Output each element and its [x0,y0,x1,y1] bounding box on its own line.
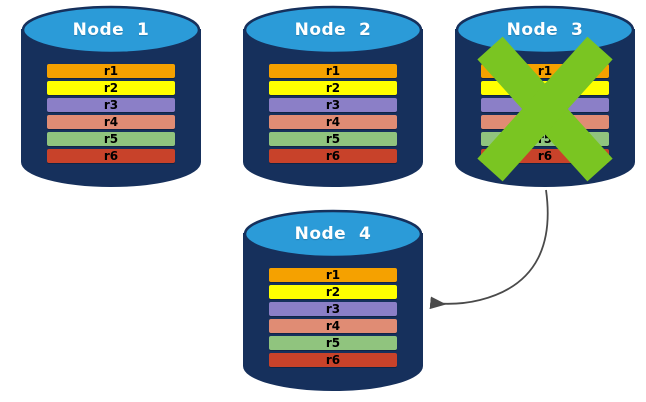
record-stack: r1 r2 r3 r4 r5 r6 [22,64,200,163]
record-bar[interactable]: r6 [269,353,397,367]
cylinder-top-cap [243,5,423,55]
record-bar[interactable]: r3 [269,98,397,112]
record-bar[interactable]: r4 [269,319,397,333]
record-bar[interactable]: r2 [47,81,175,95]
record-bar[interactable]: r5 [269,336,397,350]
cylinder-top-cap [455,5,635,55]
record-bar[interactable]: r3 [481,98,609,112]
record-bar[interactable]: r4 [47,115,175,129]
record-bar[interactable]: r6 [269,149,397,163]
record-bar[interactable]: r3 [47,98,175,112]
record-label: r4 [325,319,341,333]
record-label: r6 [103,149,119,163]
record-bar[interactable]: r5 [47,132,175,146]
record-bar[interactable]: r1 [47,64,175,78]
cylinder-top-cap [243,209,423,259]
record-label: r5 [325,336,341,350]
record-bar[interactable]: r1 [269,64,397,78]
record-stack: r1 r2 r3 r4 r5 r6 [456,64,634,163]
record-bar[interactable]: r2 [269,285,397,299]
record-label: r1 [325,64,341,78]
record-label: r1 [103,64,119,78]
record-bar[interactable]: r5 [269,132,397,146]
record-label: r1 [537,64,553,78]
record-label: r2 [325,285,341,299]
record-label: r5 [103,132,119,146]
record-label: r3 [325,302,341,316]
record-label: r2 [325,81,341,95]
record-label: r5 [325,132,341,146]
record-bar[interactable]: r3 [269,302,397,316]
record-bar[interactable]: r4 [269,115,397,129]
record-label: r3 [325,98,341,112]
record-label: r6 [325,149,341,163]
record-bar[interactable]: r2 [269,81,397,95]
record-label: r4 [103,115,119,129]
record-label: r3 [537,98,553,112]
record-label: r2 [103,81,119,95]
record-stack: r1 r2 r3 r4 r5 r6 [244,268,422,367]
cylinder-top-cap [21,5,201,55]
record-bar[interactable]: r2 [481,81,609,95]
record-label: r6 [325,353,341,367]
record-bar[interactable]: r1 [269,268,397,282]
record-label: r1 [325,268,341,282]
record-stack: r1 r2 r3 r4 r5 r6 [244,64,422,163]
record-label: r6 [537,149,553,163]
record-label: r4 [537,115,553,129]
record-bar[interactable]: r4 [481,115,609,129]
record-label: r2 [537,81,553,95]
record-bar[interactable]: r6 [481,149,609,163]
record-bar[interactable]: r6 [47,149,175,163]
record-bar[interactable]: r5 [481,132,609,146]
record-bar[interactable]: r1 [481,64,609,78]
record-label: r4 [325,115,341,129]
record-label: r3 [103,98,119,112]
record-label: r5 [537,132,553,146]
